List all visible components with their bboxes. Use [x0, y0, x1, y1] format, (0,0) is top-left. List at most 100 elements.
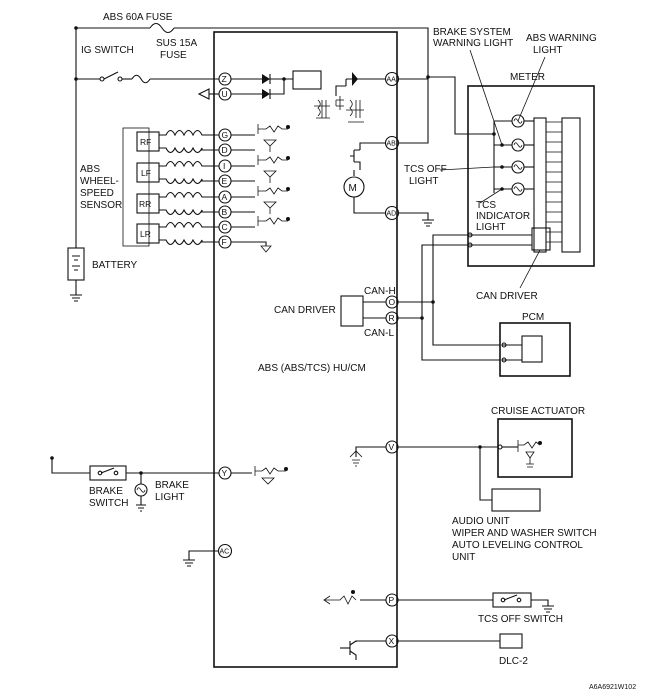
audio-unit-label-4: UNIT	[452, 552, 475, 563]
abs-fuse-symbol	[149, 22, 175, 34]
pin-E: E	[218, 174, 232, 188]
sensor-rf: RF	[136, 129, 219, 154]
sensor-lf: LF	[136, 160, 219, 185]
svg-text:AA: AA	[387, 77, 397, 84]
cruise-actuator-box	[497, 418, 573, 478]
tcs-off-lamp	[494, 160, 534, 174]
abs-warning-label-2: LIGHT	[533, 45, 562, 56]
svg-text:M: M	[349, 183, 357, 194]
wheel-sensor-label-2: WHEEL-	[80, 176, 119, 187]
abs-module-box	[213, 31, 398, 668]
dlc-label: DLC-2	[499, 656, 528, 667]
abs-warning-lamp	[494, 138, 534, 152]
audio-unit-box	[491, 488, 541, 512]
meter-label: METER	[510, 72, 545, 83]
internal-relay-box	[292, 70, 322, 90]
can-driver-label: CAN DRIVER	[274, 305, 336, 316]
pin-D: D	[218, 143, 232, 157]
wheel-sensor-label-3: SPEED	[80, 188, 114, 199]
meter-can-driver-label: CAN DRIVER	[476, 291, 538, 302]
brake-warning-label-2: WARNING LIGHT	[433, 38, 513, 49]
tcs-indicator-label-2: INDICATOR	[476, 211, 530, 222]
pcm-box	[499, 322, 571, 377]
sensor-lr: LR	[136, 221, 219, 246]
module-label: ABS (ABS/TCS) HU/CM	[258, 363, 366, 374]
figure-code: A6A6921W102	[589, 684, 636, 691]
audio-unit-label-1: AUDIO UNIT	[452, 516, 510, 527]
tcs-off-switch-box	[492, 592, 532, 608]
ig-switch-symbol	[103, 71, 119, 80]
pin-C: C	[218, 220, 232, 234]
pin-A: A	[218, 190, 232, 204]
abs-fuse-label: ABS 60A FUSE	[103, 12, 173, 23]
pin-U: U	[218, 87, 232, 101]
meter-ic	[533, 117, 547, 253]
dlc-box	[499, 633, 523, 649]
svg-text:LF: LF	[141, 168, 151, 178]
can-h-wire	[398, 234, 468, 303]
wheel-sensor-label-1: ABS	[80, 164, 100, 175]
brake-switch-box	[89, 465, 127, 481]
sus-fuse-symbol	[131, 74, 151, 84]
internal-motor-circuit: M	[343, 142, 385, 214]
svg-text:C: C	[222, 222, 228, 232]
tcs-indicator-label-3: LIGHT	[476, 222, 505, 233]
svg-text:RR: RR	[139, 199, 151, 209]
battery-label: BATTERY	[92, 260, 138, 271]
svg-text:RF: RF	[140, 137, 151, 147]
svg-text:O: O	[389, 297, 396, 307]
svg-text:Z: Z	[222, 74, 227, 84]
pin-I: I	[218, 159, 232, 173]
sus-fuse-label-2: FUSE	[160, 50, 187, 61]
svg-text:P: P	[389, 595, 395, 605]
ig-switch-label: IG SWITCH	[81, 45, 134, 56]
tcs-off-switch-label: TCS OFF SWITCH	[478, 614, 563, 625]
can-l-label: CAN-L	[364, 328, 394, 339]
sensor-rr: RR	[136, 191, 219, 216]
brake-switch-label-1: BRAKE	[89, 486, 123, 497]
internal-valve-circuit	[314, 72, 385, 123]
svg-text:X: X	[389, 636, 395, 646]
pin-Z: Z	[218, 72, 232, 86]
pin-AC: AC	[217, 543, 233, 559]
brake-light-label-2: LIGHT	[155, 492, 184, 503]
pin-F: F	[218, 235, 232, 249]
tcs-off-light-label-1: TCS OFF	[404, 164, 447, 175]
internal-sensor-circuits	[231, 124, 290, 253]
svg-text:R: R	[389, 313, 395, 323]
svg-text:D: D	[222, 145, 228, 155]
pin-G: G	[218, 128, 232, 142]
svg-text:Y: Y	[222, 468, 228, 478]
wheel-sensor-group-box	[122, 127, 150, 247]
svg-text:I: I	[223, 161, 225, 171]
abs-warning-label-1: ABS WARNING	[526, 33, 597, 44]
svg-text:AD: AD	[387, 211, 397, 218]
svg-text:AC: AC	[220, 549, 230, 556]
meter-box	[467, 85, 595, 267]
svg-text:A: A	[222, 192, 228, 202]
tcs-indicator-lamp	[494, 182, 534, 196]
brake-warning-label-1: BRAKE SYSTEM	[433, 27, 511, 38]
can-l-wire	[398, 244, 468, 319]
audio-unit-label-2: WIPER AND WASHER SWITCH	[452, 528, 597, 539]
can-driver-box	[340, 295, 364, 327]
svg-text:U: U	[222, 89, 228, 99]
svg-text:G: G	[222, 130, 229, 140]
tcs-indicator-label-1: TCS	[476, 200, 496, 211]
brake-switch-label-2: SWITCH	[89, 498, 128, 509]
pin-Y: Y	[218, 466, 232, 480]
cruise-actuator-label: CRUISE ACTUATOR	[491, 406, 585, 417]
pcm-label: PCM	[522, 312, 544, 323]
svg-text:LR: LR	[140, 229, 151, 239]
can-h-label: CAN-H	[364, 286, 396, 297]
svg-text:V: V	[389, 442, 395, 452]
battery-symbol	[67, 247, 85, 281]
svg-text:B: B	[222, 207, 228, 217]
svg-text:F: F	[222, 237, 227, 247]
meter-can-driver	[531, 227, 551, 251]
pin-B: B	[218, 205, 232, 219]
svg-text:E: E	[222, 176, 228, 186]
tcs-off-light-label-2: LIGHT	[409, 176, 438, 187]
u-output-arrow	[197, 88, 210, 100]
